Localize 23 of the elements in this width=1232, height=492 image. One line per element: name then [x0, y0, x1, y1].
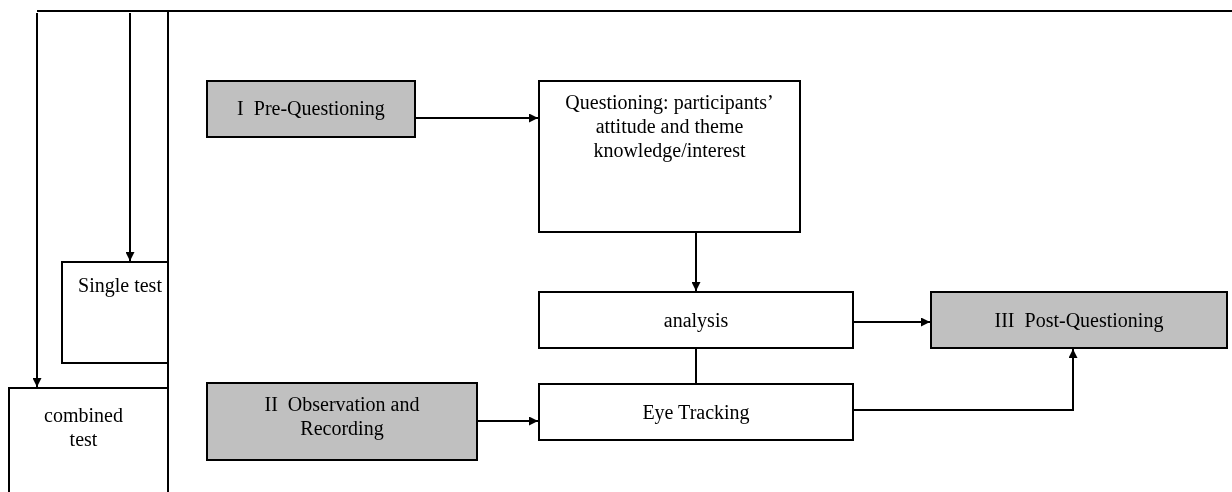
arrow [415, 113, 539, 123]
box-label: combined test [43, 403, 124, 451]
box-label: analysis [663, 308, 729, 332]
arrow [853, 348, 1078, 411]
process-box [538, 383, 854, 441]
process-box [538, 80, 801, 233]
phase-box [206, 80, 416, 138]
process-box [8, 387, 169, 492]
arrow [691, 232, 701, 292]
box-label: Single test [78, 273, 162, 297]
arrow [125, 12, 135, 262]
phase-box [206, 382, 478, 461]
box-label: III Post-Questioning [994, 308, 1164, 332]
process-box [61, 261, 169, 364]
box-label: I Pre-Questioning [237, 96, 385, 120]
arrow [477, 416, 539, 426]
phase-box [930, 291, 1228, 349]
process-box [538, 291, 854, 349]
box-label: II Observation and Recording [263, 392, 421, 440]
arrow [853, 317, 931, 327]
box-label: Questioning: participants’ attitude and theme knowledge/interest [564, 90, 775, 162]
box-label: Eye Tracking [642, 400, 750, 424]
arrow [32, 12, 42, 388]
